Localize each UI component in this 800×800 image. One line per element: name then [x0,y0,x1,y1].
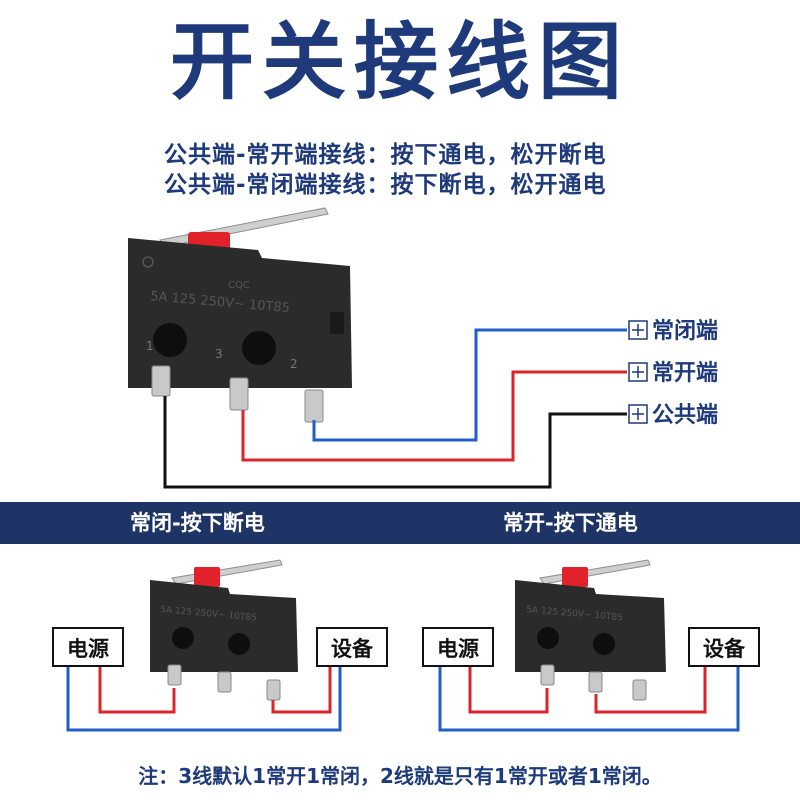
wire-common [163,396,627,489]
body-mark-circle [142,256,154,268]
footnote: 注：3线默认1常开1常闭，2线就是只有1常开或者1常闭。 [138,764,662,788]
terminal-marker-com [628,404,648,424]
wire-normally-open [241,370,627,462]
wire-normally-closed [312,328,627,442]
small-switch-left: 5A 125 250V~ 10T85 [150,559,298,701]
band-label-normally-closed: 常闭-按下断电 [130,511,265,535]
page-title: 开关接线图 [169,13,630,111]
terminal-marker-no [628,362,648,382]
main-switch: 5A 125 250V~ 10T85 CQC 1 3 2 [128,207,352,423]
left-red-wire-b [271,666,332,714]
right-red-wire-a [468,666,549,714]
terminal-label-no: 常开端 [652,360,718,386]
pin-number-1: 1 [146,339,154,353]
left-power-source-box: 电源 [52,627,124,667]
subtitle-line-2: 公共端-常闭端接线：按下断电，松开通电 [164,172,607,198]
pin-normally-closed [304,389,324,423]
right-device-box: 设备 [688,627,760,667]
mount-hole-left [153,323,187,357]
switch-notch [330,312,344,334]
pin-number-3: 3 [215,347,223,361]
mount-hole-right [242,331,276,365]
pin-number-2: 2 [290,357,298,371]
small-switch-right: 5A 125 250V~ 10T85 [515,559,666,701]
left-blue-wire [66,666,342,732]
switch-logo-text: CQC [228,280,250,291]
left-red-wire-a [98,666,176,714]
right-power-source-box: 电源 [422,627,494,667]
switch-body [128,238,352,388]
section-band [0,502,800,544]
right-red-wire-b [594,666,707,714]
switch-lever-arm [159,207,329,248]
pin-normally-open [229,377,249,411]
left-device-box: 设备 [316,627,388,667]
terminal-label-nc: 常闭端 [652,318,718,344]
pin-common [151,365,171,397]
terminal-label-com: 公共端 [652,403,718,428]
terminal-marker-nc [628,320,648,340]
band-label-normally-open: 常开-按下通电 [503,511,638,535]
right-blue-wire [438,666,740,732]
subtitle-line-1: 公共端-常开端接线：按下通电，松开断电 [164,142,607,168]
